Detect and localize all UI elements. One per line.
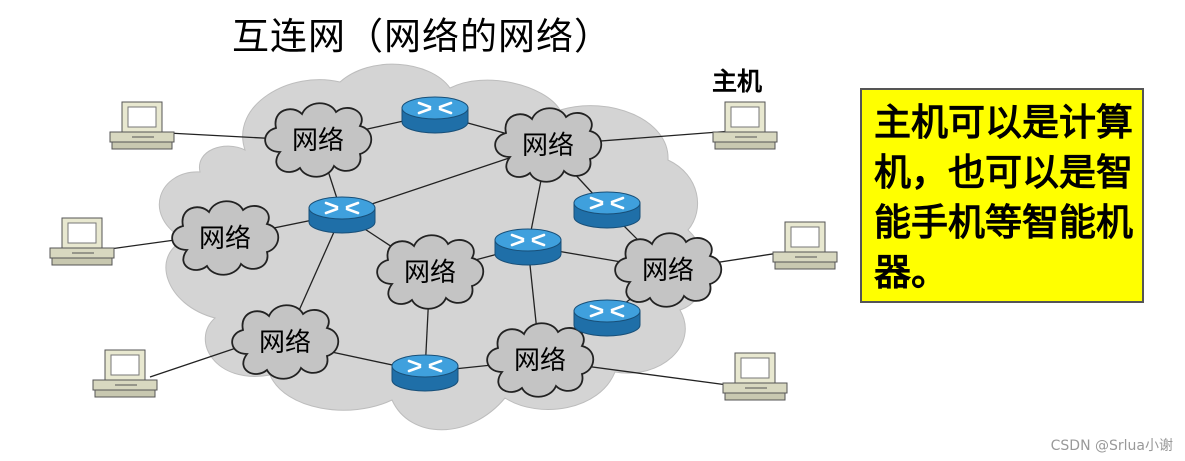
network-cloud-icon: 网络	[264, 102, 373, 178]
router-icon	[572, 190, 642, 230]
link	[149, 343, 249, 378]
network-label: 网络	[292, 126, 344, 156]
network-label: 网络	[642, 256, 694, 286]
network-cloud-icon: 网络	[614, 232, 723, 308]
network-label: 网络	[522, 131, 574, 161]
computer-icon	[772, 221, 838, 270]
note-box: 主机可以是计算机，也可以是智能手机等智能机器。	[860, 88, 1144, 303]
router-icon	[390, 353, 460, 393]
network-label: 网络	[199, 224, 251, 254]
computer-icon	[92, 349, 158, 398]
network-cloud-icon: 网络	[231, 304, 340, 380]
router-icon	[307, 195, 377, 235]
network-cloud-icon: 网络	[171, 200, 280, 276]
note-text: 主机可以是计算机，也可以是智能手机等智能机器。	[874, 101, 1133, 294]
router-icon	[493, 227, 563, 267]
network-label: 网络	[404, 258, 456, 288]
computer-icon	[722, 352, 788, 401]
router-icon	[572, 298, 642, 338]
link	[109, 239, 176, 250]
network-label: 网络	[259, 328, 311, 358]
network-cloud-icon: 网络	[486, 322, 595, 398]
network-cloud-icon: 网络	[494, 107, 603, 183]
computer-icon	[49, 217, 115, 266]
network-cloud-icon: 网络	[376, 234, 485, 310]
computer-icon	[712, 101, 778, 150]
computer-icon	[109, 101, 175, 150]
watermark: CSDN @Srlua小谢	[1050, 438, 1173, 454]
router-icon	[400, 95, 470, 135]
diagram-title: 互连网（网络的网络）	[232, 15, 612, 58]
host-label: 主机	[712, 67, 763, 96]
network-label: 网络	[514, 346, 566, 376]
